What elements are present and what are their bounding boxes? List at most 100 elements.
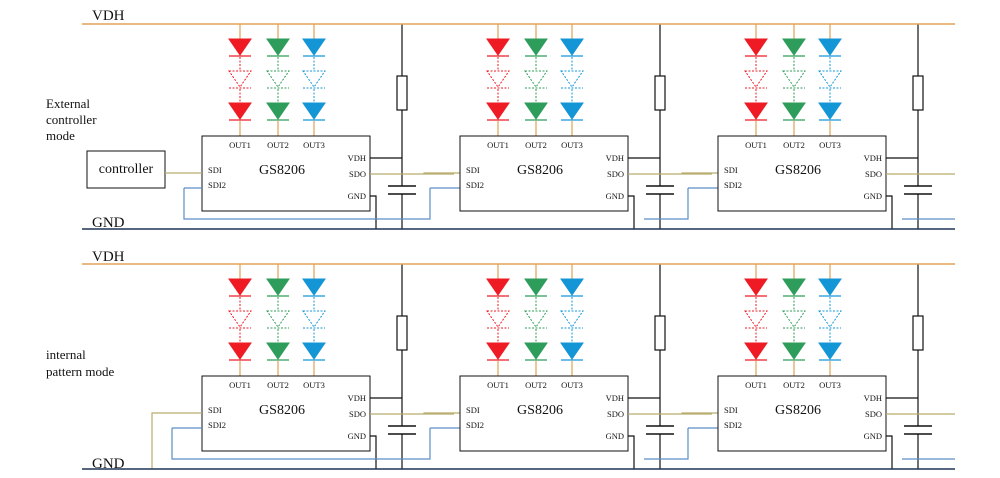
- led-triangle: [818, 342, 842, 360]
- led-triangle-dotted: [782, 310, 806, 328]
- sdi2-return-wire: [644, 188, 689, 220]
- led-triangle: [266, 278, 290, 296]
- out-pin-label: OUT3: [303, 380, 325, 390]
- led-triangle-dotted: [560, 70, 584, 88]
- sdo-pin-label: SDO: [607, 169, 624, 179]
- mode-label-line: mode: [46, 128, 75, 143]
- out-pin-label: OUT1: [229, 140, 251, 150]
- sdi2-return-wire: [386, 188, 431, 220]
- gnd-pin-label: GND: [864, 191, 882, 201]
- sdi-tie-wire: [151, 412, 202, 469]
- led-triangle: [524, 102, 548, 120]
- led-triangle: [560, 38, 584, 56]
- led-triangle: [266, 342, 290, 360]
- led-triangle: [744, 278, 768, 296]
- led-triangle: [744, 38, 768, 56]
- gnd-pin-label: GND: [606, 431, 624, 441]
- sdo-pin-label: SDO: [607, 409, 624, 419]
- sdi2-return-wire: [386, 428, 431, 460]
- led-triangle: [782, 102, 806, 120]
- led-triangle: [744, 342, 768, 360]
- gnd-pin-label: GND: [348, 431, 366, 441]
- vdh-pin-label: VDH: [864, 393, 882, 403]
- sdo-pin-label: SDO: [349, 409, 366, 419]
- led-triangle-dotted: [266, 310, 290, 328]
- out-pin-label: OUT2: [267, 380, 289, 390]
- gnd-rail-label: GND: [92, 215, 125, 231]
- led-triangle: [486, 102, 510, 120]
- led-triangle: [818, 102, 842, 120]
- out-pin-label: OUT1: [487, 380, 509, 390]
- led-triangle: [486, 38, 510, 56]
- sdo-to-next-sdi-wire: [423, 172, 460, 174]
- led-triangle-dotted: [744, 70, 768, 88]
- led-triangle-dotted: [782, 70, 806, 88]
- sdo-to-next-sdi-wire: [681, 172, 718, 174]
- chip-body: [459, 135, 629, 212]
- resistor: [396, 315, 408, 351]
- led-triangle: [302, 342, 326, 360]
- led-triangle: [782, 278, 806, 296]
- resistor: [654, 75, 666, 111]
- led-triangle-dotted: [486, 310, 510, 328]
- sdi-pin-label: SDI: [208, 165, 222, 175]
- gnd-pin-label: GND: [864, 431, 882, 441]
- chip-body: [717, 135, 887, 212]
- gnd-pin-wire: [628, 195, 635, 229]
- sdo-pin-label: SDO: [865, 409, 882, 419]
- led-column-1: [486, 24, 510, 136]
- sdi-pin-label: SDI: [724, 165, 738, 175]
- out-pin-label: OUT3: [819, 380, 841, 390]
- sdi2-pin-label: SDI2: [466, 180, 484, 190]
- led-triangle: [524, 342, 548, 360]
- sdi2-pin-label: SDI2: [208, 180, 226, 190]
- resistor: [396, 75, 408, 111]
- out-pin-label: OUT1: [229, 380, 251, 390]
- led-column-2: [782, 24, 806, 136]
- led-column-2: [266, 264, 290, 376]
- led-column-1: [744, 24, 768, 136]
- out-pin-label: OUT3: [303, 140, 325, 150]
- led-triangle-dotted: [524, 70, 548, 88]
- gnd-pin-wire: [628, 435, 635, 469]
- mode-label-line: External: [46, 96, 90, 111]
- led-triangle: [228, 102, 252, 120]
- led-triangle: [560, 102, 584, 120]
- led-triangle: [228, 342, 252, 360]
- sdi-pin-label: SDI: [466, 165, 480, 175]
- controller-box: controller: [86, 150, 166, 189]
- vdh-rail-label: VDH: [92, 8, 125, 24]
- led-triangle: [302, 102, 326, 120]
- led-triangle: [560, 342, 584, 360]
- out-pin-label: OUT2: [525, 140, 547, 150]
- chip-name: GS8206: [259, 163, 305, 178]
- led-triangle-dotted: [524, 310, 548, 328]
- chip-name: GS8206: [775, 163, 821, 178]
- led-triangle-dotted: [228, 70, 252, 88]
- sdo-pin-label: SDO: [349, 169, 366, 179]
- led-triangle-dotted: [302, 310, 326, 328]
- led-column-2: [524, 24, 548, 136]
- led-column-3: [302, 264, 326, 376]
- vdh-pin-label: VDH: [606, 153, 624, 163]
- sdi2-pin-label: SDI2: [724, 420, 742, 430]
- vdh-pin-label: VDH: [606, 393, 624, 403]
- led-column-3: [818, 24, 842, 136]
- led-column-1: [228, 264, 252, 376]
- chip-body: [459, 375, 629, 452]
- out-pin-label: OUT3: [561, 380, 583, 390]
- out-pin-label: OUT1: [745, 380, 767, 390]
- led-triangle: [486, 342, 510, 360]
- mode-label-line: internal: [46, 347, 86, 362]
- sdi2-return-wire: [644, 428, 689, 460]
- led-triangle-dotted: [266, 70, 290, 88]
- rails-bottom: [82, 263, 955, 470]
- chip-name: GS8206: [775, 403, 821, 418]
- vdh-rail-label: VDH: [92, 249, 125, 265]
